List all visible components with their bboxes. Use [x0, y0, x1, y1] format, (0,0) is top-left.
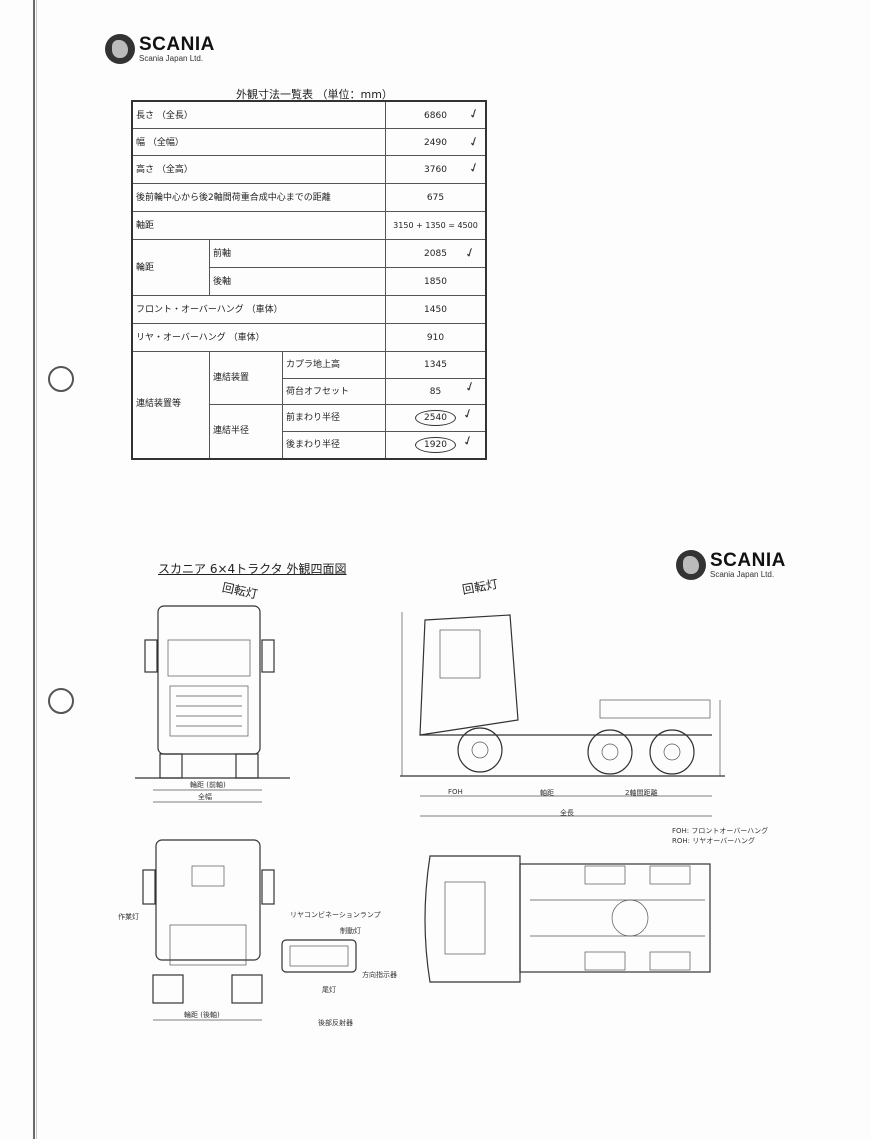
row-label: 長さ （全長） [133, 102, 385, 129]
dimensions-table: 長さ （全長） 6860 幅 （全幅） 2490 高さ （全高） 3760 後前… [131, 100, 487, 460]
row-value: 2490 [385, 129, 485, 156]
logo-brand: SCANIA [139, 33, 215, 55]
group-divider [209, 240, 210, 296]
label-foh: FOH [448, 788, 463, 796]
group-label: 連結装置等 [136, 399, 182, 409]
legend-roh: ROH: リヤオーバーハング [672, 837, 756, 845]
label-tread-front: 輪距 (前軸) [190, 781, 226, 789]
row-value: 910 [385, 324, 485, 352]
row-label: 高さ （全高） [133, 156, 385, 184]
row-value: 675 [385, 184, 485, 212]
rear-view [142, 839, 275, 1021]
row-value: 1850 [385, 268, 485, 296]
row-value: 1345 [385, 352, 485, 379]
subgroup-label: 連結装置 [210, 352, 282, 405]
punch-hole-bottom [48, 688, 74, 714]
row-label: 荷台オフセット [283, 379, 385, 405]
row-label: リヤ・オーバーハング （車体） [133, 324, 385, 352]
label-rear-axle: 2軸間距離 [625, 789, 658, 797]
row-value: 85 [385, 379, 485, 405]
row-label: 前まわり半径 [283, 405, 385, 432]
binder-edge-shadow [36, 0, 37, 1139]
subgroup-divider [282, 352, 283, 458]
row-label: 幅 （全幅） [133, 129, 385, 156]
legend-foh: FOH: フロントオーバーハング [672, 827, 769, 835]
row-value: 3760 [385, 156, 485, 184]
row-value: 6860 [385, 102, 485, 129]
punch-hole-top [48, 366, 74, 392]
label-wheelbase: 軸距 [540, 789, 554, 797]
row-value-circled: 1920 [385, 432, 485, 458]
logo-brand: SCANIA [710, 549, 786, 571]
row-label: 前軸 [210, 240, 385, 268]
griffin-icon [676, 550, 706, 580]
label-width: 全幅 [198, 793, 212, 801]
table-title: 外観寸法一覧表 （単位：mm） [236, 88, 393, 101]
row-label: 後まわり半径 [286, 440, 341, 450]
row-label: 軸距 [133, 212, 385, 240]
row-value-circled: 2540 [385, 405, 485, 432]
side-view [400, 612, 725, 817]
binder-edge [33, 0, 35, 1139]
logo-subtitle: Scania Japan Ltd. [710, 569, 775, 579]
row-value: 2085 [385, 240, 485, 268]
circled-value: 1920 [415, 437, 456, 453]
label-tread-rear: 輪距 (後軸) [184, 1011, 220, 1019]
row-label: カプラ地上高 [283, 352, 385, 379]
row-value: 1450 [385, 296, 485, 324]
label-stop: 制動灯 [340, 927, 361, 935]
label-length: 全長 [560, 809, 574, 817]
drawing-title: スカニア 6×4トラクタ 外観四面図 [158, 562, 347, 576]
logo-subtitle: Scania Japan Ltd. [139, 53, 204, 63]
group-divider [209, 352, 210, 458]
rear-lamp-detail [281, 939, 357, 973]
subgroup-label: 連結半径 [213, 426, 250, 436]
scania-logo-drawing: SCANIA Scania Japan Ltd. [676, 550, 786, 580]
griffin-icon [105, 34, 135, 64]
label-rear-combo: リヤコンビネーションランプ [290, 911, 381, 919]
row-label: フロント・オーバーハング （車体） [133, 296, 385, 324]
top-view [424, 855, 711, 983]
label-tail: 尾灯 [322, 986, 336, 994]
label-work-lamp: 作業灯 [118, 913, 139, 921]
group-label: 輪距 [133, 240, 209, 296]
front-view [135, 605, 290, 803]
label-reflector: 後部反射器 [318, 1019, 353, 1027]
row-value: 3150 + 1350 = 4500 [385, 212, 485, 240]
scania-logo-header: SCANIA Scania Japan Ltd. [105, 34, 215, 64]
row-label: 後前輪中心から後2軸間荷重合成中心までの距離 [133, 184, 385, 212]
label-turn: 方向指示器 [362, 971, 397, 979]
circled-value: 2540 [415, 410, 456, 426]
row-label: 後軸 [210, 268, 385, 296]
